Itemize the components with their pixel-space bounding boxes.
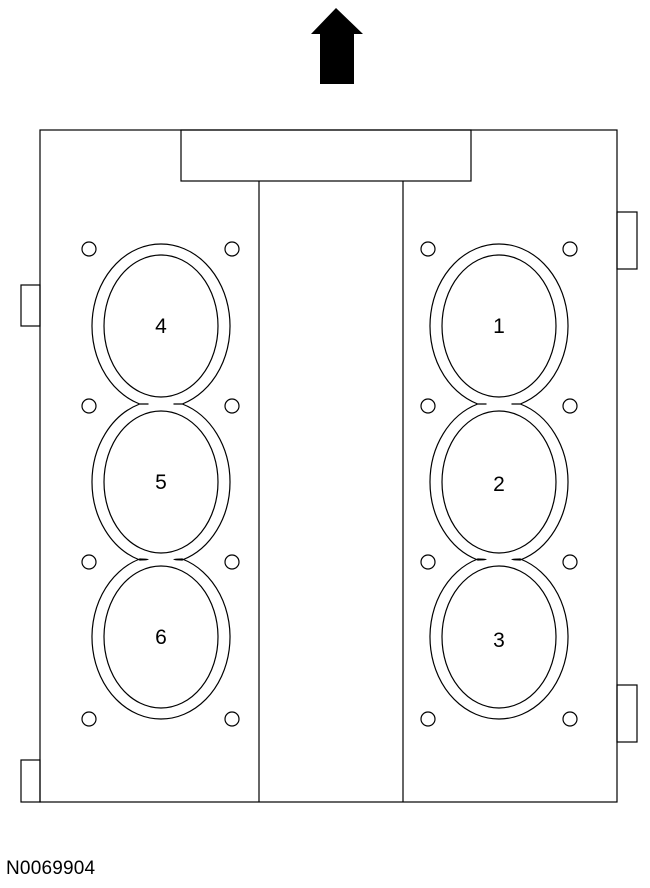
head-bolt-hole (420, 554, 436, 570)
head-bolt-hole (224, 711, 240, 727)
right-bank-gasket (420, 241, 578, 727)
head-bolt-hole (81, 398, 97, 414)
arrow-up-icon (311, 8, 363, 84)
head-bolt-hole (562, 711, 578, 727)
front-cover-tab (180, 129, 472, 182)
cylinder-label-4: 4 (155, 315, 167, 338)
head-bolt-hole (562, 554, 578, 570)
left-bank-gasket (81, 241, 240, 727)
head-bolt-hole (81, 241, 97, 257)
right-mount-tab-upper (616, 211, 638, 270)
bore-outline (103, 410, 219, 554)
cylinder-label-1: 1 (493, 315, 505, 338)
head-bolt-hole (224, 241, 240, 257)
reference-code: N0069904 (6, 858, 96, 879)
head-bolt-hole (420, 241, 436, 257)
engine-block-outline (39, 129, 618, 803)
head-bolt-hole (420, 711, 436, 727)
bore-outline (441, 254, 557, 398)
right-mount-tab-lower (616, 684, 638, 743)
right-bank-gasket-outline (429, 243, 569, 720)
head-bolt-hole (224, 554, 240, 570)
left-mount-tab-upper (20, 284, 41, 327)
bore-outline (103, 254, 219, 398)
head-bolt-hole (81, 554, 97, 570)
bore-outline (441, 565, 557, 709)
head-bolt-hole (420, 398, 436, 414)
head-bolt-hole (224, 398, 240, 414)
bore-outline (103, 565, 219, 709)
cylinder-label-5: 5 (155, 471, 167, 494)
head-bolt-hole (81, 711, 97, 727)
bore-outline (441, 410, 557, 554)
head-bolt-hole (562, 398, 578, 414)
left-bank-gasket-outline (91, 243, 231, 720)
left-mount-tab-lower (20, 759, 41, 803)
cylinder-label-2: 2 (493, 473, 505, 496)
cylinder-label-6: 6 (155, 626, 167, 649)
head-bolt-hole (562, 241, 578, 257)
cylinder-label-3: 3 (493, 629, 505, 652)
